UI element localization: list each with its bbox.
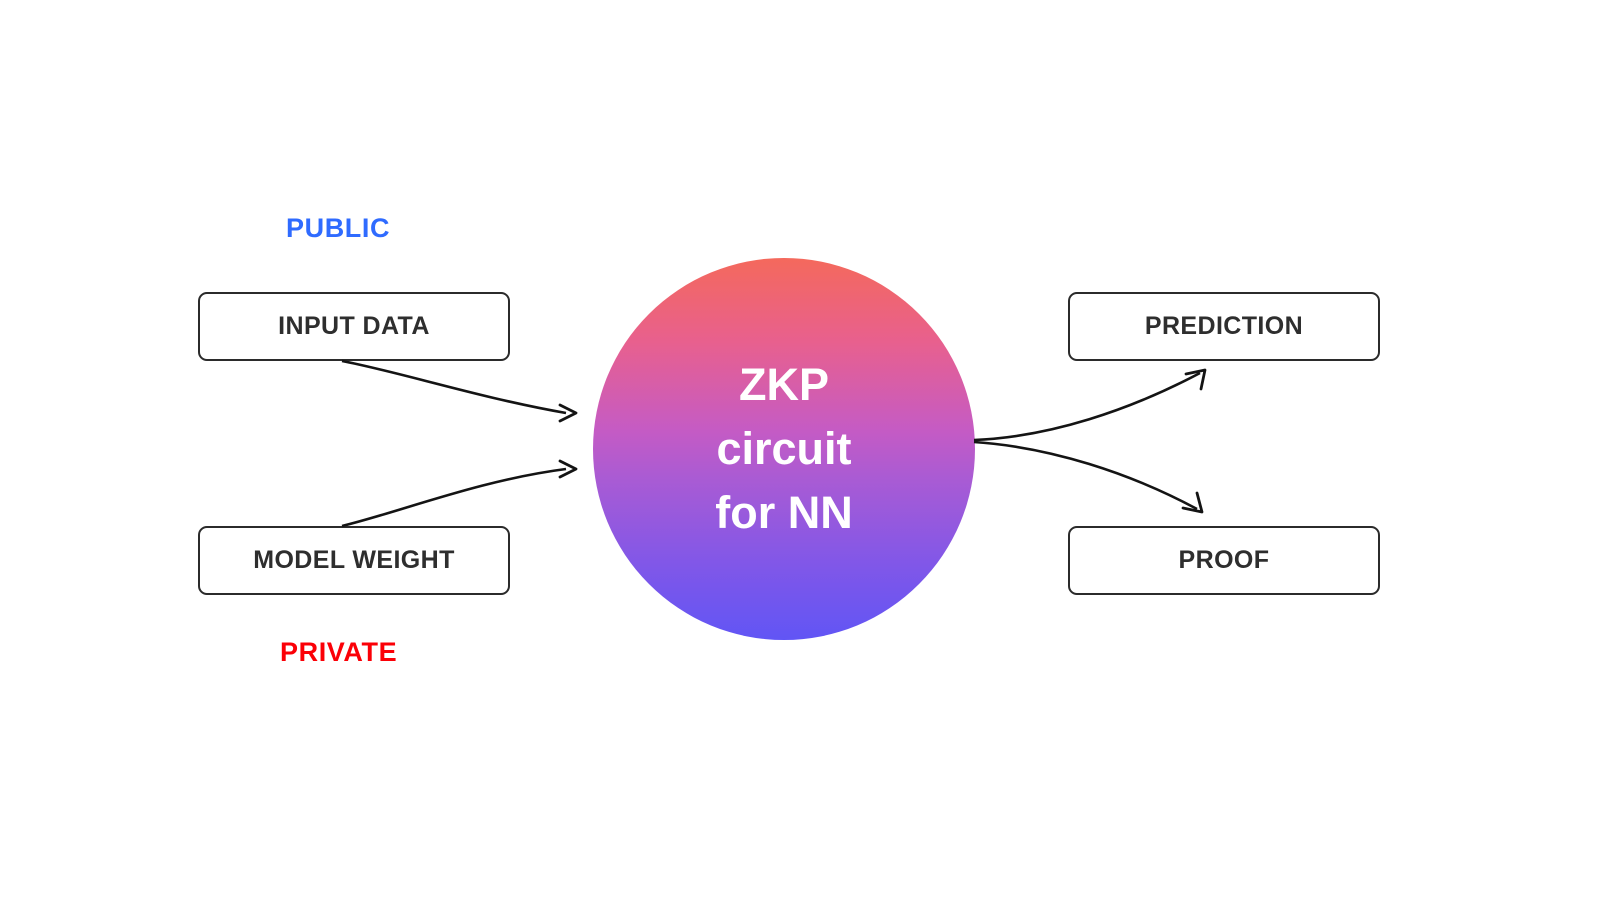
node-prediction-label: PREDICTION xyxy=(1144,312,1304,340)
caption-private: PRIVATE xyxy=(280,637,398,667)
arrow-model-weight-to-circuit xyxy=(341,459,578,528)
zkp-circle-line-2: circuit xyxy=(716,423,852,475)
zkp-circuit-circle[interactable]: ZKP circuit for NN xyxy=(593,258,975,640)
arrow-input-data-to-circuit xyxy=(341,359,578,423)
node-input-data-label: INPUT DATA xyxy=(278,312,430,340)
node-proof-label: PROOF xyxy=(1178,546,1270,574)
zkp-circle-line-1: ZKP xyxy=(739,359,829,411)
node-model-weight-label: MODEL WEIGHT xyxy=(253,546,455,574)
caption-public: PUBLIC xyxy=(286,213,391,243)
arrow-circuit-to-prediction xyxy=(973,368,1207,442)
arrow-circuit-to-proof xyxy=(973,440,1204,514)
node-model-weight[interactable]: MODEL WEIGHT xyxy=(198,526,510,595)
node-prediction[interactable]: PREDICTION xyxy=(1068,292,1380,361)
node-input-data[interactable]: INPUT DATA xyxy=(198,292,510,361)
zkp-circle-line-3: for NN xyxy=(715,486,853,538)
node-proof[interactable]: PROOF xyxy=(1068,526,1380,595)
